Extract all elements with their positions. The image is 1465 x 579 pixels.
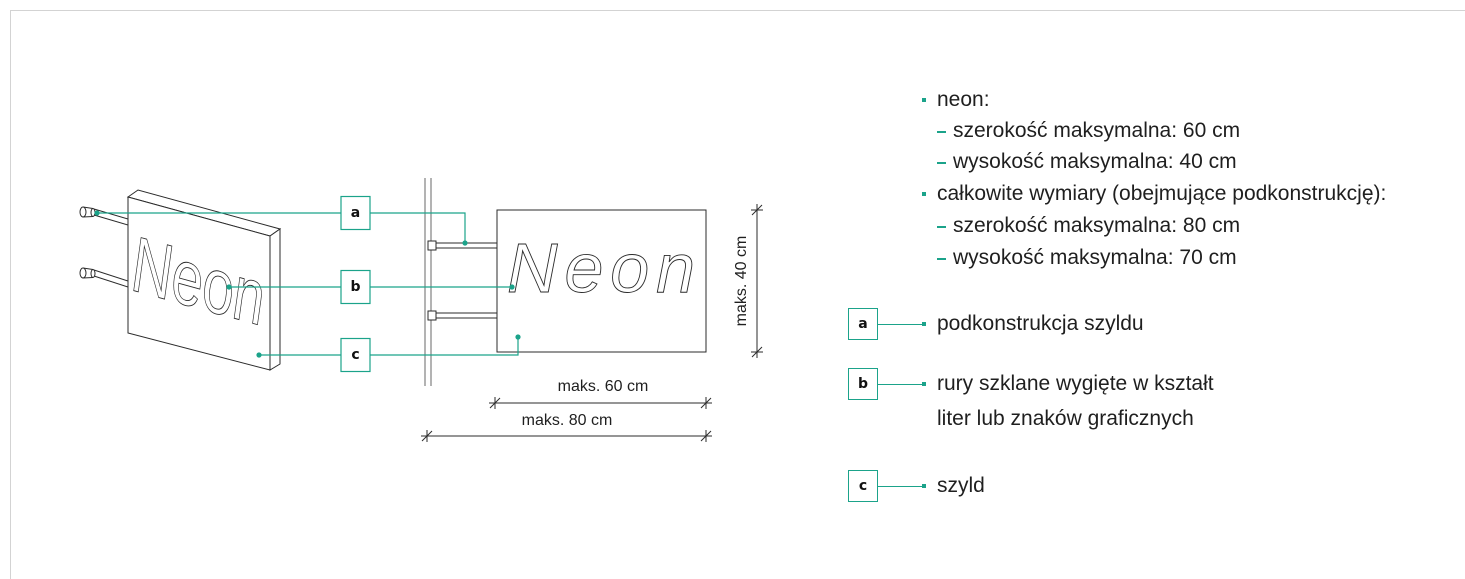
bolt-head <box>79 267 87 279</box>
legend-letter: b <box>857 376 869 392</box>
spec-heading-row: neon: <box>922 84 1452 116</box>
callout-b: b <box>226 269 515 305</box>
legend-text: liter lub znaków graficznych <box>937 407 1194 430</box>
callout-dot <box>226 284 232 290</box>
sign-board <box>496 209 707 353</box>
spec-item-row: wysokość maksymalna: 70 cm <box>922 242 1452 274</box>
callout-dot <box>94 210 100 216</box>
legend-connector <box>878 384 922 385</box>
sign-width-dimension <box>489 397 712 409</box>
legend-connector <box>878 486 922 487</box>
callout-a: a <box>94 195 468 246</box>
legend-connector <box>878 324 922 325</box>
front-view: Neon <box>424 178 707 386</box>
spec-heading-row: całkowite wymiary (obejmujące podkonstru… <box>922 178 1452 210</box>
callout-line <box>370 337 519 356</box>
dimension-tick <box>751 204 763 216</box>
spec-item-row: szerokość maksymalna: 80 cm <box>922 210 1452 242</box>
legend-marker-c: c <box>848 470 878 502</box>
legend-marker-a: a <box>848 308 878 340</box>
upper-mounting-rod <box>79 206 129 226</box>
spec-item: wysokość maksymalna: 70 cm <box>953 246 1237 269</box>
dimension-tick <box>700 430 712 442</box>
spec-item: szerokość maksymalna: 80 cm <box>953 214 1241 237</box>
bracket-mount <box>427 240 437 251</box>
callout-line <box>370 212 466 243</box>
rod-edge <box>93 275 129 288</box>
callout-dot <box>509 284 515 290</box>
marker-box-b <box>340 269 371 305</box>
bolt-end <box>90 269 96 278</box>
dash-marker <box>937 131 946 133</box>
spec-item: szerokość maksymalna: 60 cm <box>953 119 1241 142</box>
legend-item-b: b rury szklane wygięte w kształt liter l… <box>848 368 1408 430</box>
dash-marker <box>937 258 946 260</box>
callout-dot <box>515 334 521 340</box>
legend-text: rury szklane wygięte w kształt <box>937 372 1214 395</box>
dimension-tick <box>421 430 433 442</box>
marker-letter-a: a <box>351 205 360 221</box>
sign-width-dimension-label: maks. 60 cm <box>558 378 649 395</box>
legend-item-a: a podkonstrukcja szyldu <box>848 308 1408 340</box>
sign-board-front <box>127 196 271 371</box>
dimension-tick <box>751 346 763 358</box>
callout-dot <box>256 352 262 358</box>
rod-edge <box>93 214 129 226</box>
callout-dot <box>462 240 468 246</box>
marker-letter-b: b <box>350 279 360 295</box>
spec-heading: całkowite wymiary (obejmujące podkonstru… <box>937 182 1387 205</box>
sign-board-side-edge <box>269 228 281 371</box>
height-dimension <box>751 204 763 358</box>
bullet-marker <box>922 382 926 386</box>
page-frame <box>10 10 1465 579</box>
rod-edge <box>93 269 129 282</box>
dash-marker <box>937 162 946 164</box>
perspective-view: Neon <box>79 189 282 371</box>
spec-item-row: wysokość maksymalna: 40 cm <box>922 146 1452 178</box>
legend-text: podkonstrukcja szyldu <box>937 312 1144 335</box>
legend-letter: a <box>858 316 868 332</box>
bolt-end <box>90 208 96 217</box>
legend-text: szyld <box>937 474 985 497</box>
legend-item-c: c szyld <box>848 470 1408 502</box>
rod-edge <box>93 208 129 220</box>
spec-item-row: szerokość maksymalna: 60 cm <box>922 115 1452 147</box>
dimension-tick <box>700 397 712 409</box>
legend-letter: c <box>858 478 868 494</box>
spec-item: wysokość maksymalna: 40 cm <box>953 150 1237 173</box>
bracket-mount <box>427 310 437 321</box>
dimension-tick <box>489 397 501 409</box>
marker-letter-c: c <box>351 347 359 363</box>
callout-c: c <box>256 334 521 373</box>
neon-lettering: Neon <box>507 229 695 307</box>
bolt-head <box>79 206 87 218</box>
legend-marker-b: b <box>848 368 878 400</box>
bullet-marker <box>922 484 926 488</box>
total-width-dimension-label: maks. 80 cm <box>522 412 613 429</box>
bullet-marker <box>922 192 926 196</box>
spec-heading: neon: <box>937 88 990 111</box>
bullet-marker <box>922 98 926 102</box>
bullet-marker <box>922 322 926 326</box>
dash-marker <box>937 226 946 228</box>
total-width-dimension <box>421 430 712 442</box>
marker-box-c <box>340 337 371 373</box>
height-dimension-label: maks. 40 cm <box>733 236 750 327</box>
marker-box-a <box>340 195 371 231</box>
lower-bracket <box>427 310 497 321</box>
lower-mounting-rod <box>79 267 129 288</box>
